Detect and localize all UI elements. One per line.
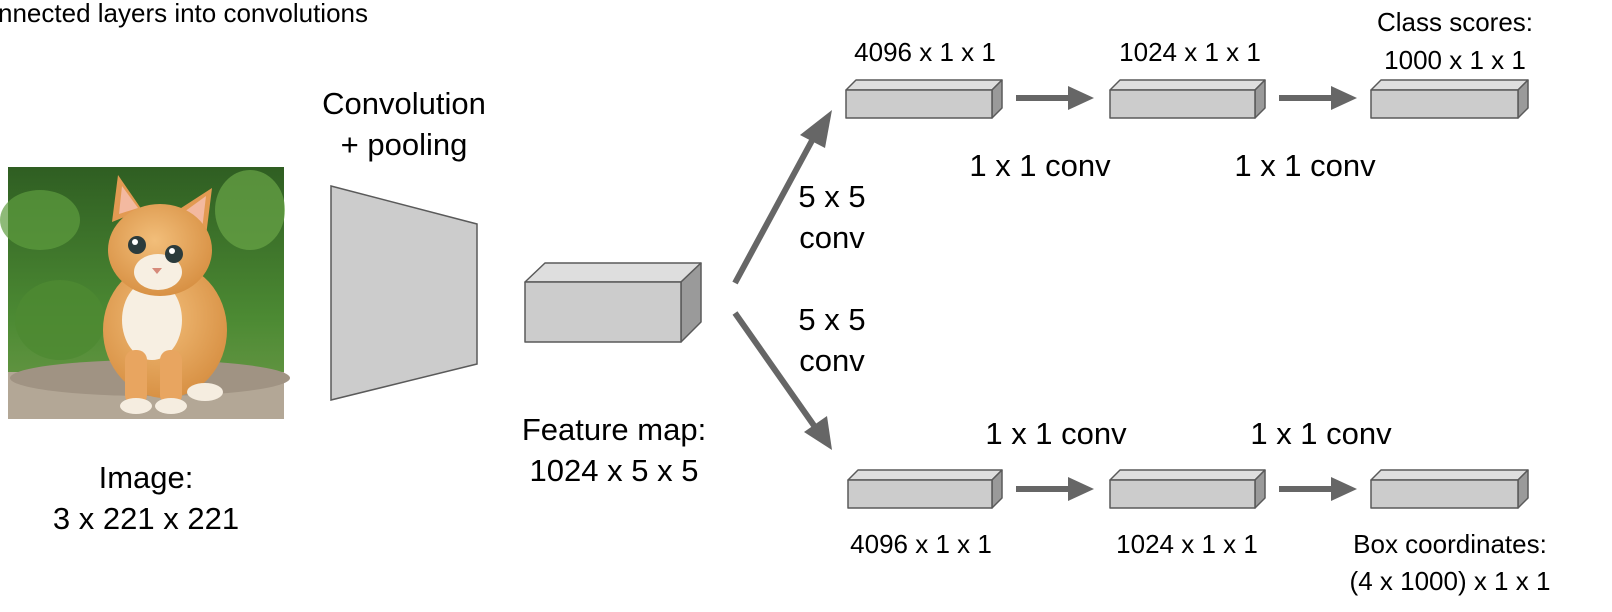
top-op1-label: 1 x 1 conv xyxy=(969,148,1111,183)
top-layer1-label: 4096 x 1 x 1 xyxy=(854,37,996,67)
bottom-arrow-2 xyxy=(1279,477,1357,501)
top-layer1-box xyxy=(845,79,1003,119)
bottom-arrow-1 xyxy=(1016,477,1094,501)
feature-map-box xyxy=(524,262,702,343)
top-arrow-2 xyxy=(1279,86,1357,110)
conv-pool-label-line2: + pooling xyxy=(341,127,468,162)
bottom-branch-conv-line2: conv xyxy=(799,343,865,378)
bottom-layer1-label: 4096 x 1 x 1 xyxy=(850,529,992,559)
bottom-output-box xyxy=(1370,469,1529,509)
image-caption-line2: 3 x 221 x 221 xyxy=(53,501,239,536)
conv-pool-trapezoid xyxy=(330,185,478,401)
top-output-label-line1: Class scores: xyxy=(1377,7,1533,37)
bottom-layer2-box xyxy=(1109,469,1266,509)
top-branch-conv-line1: 5 x 5 xyxy=(798,179,865,214)
bottom-op1-label: 1 x 1 conv xyxy=(985,416,1127,451)
branch-arrow-up xyxy=(732,110,832,285)
feature-map-label-line2: 1024 x 5 x 5 xyxy=(530,453,699,488)
bottom-output-label-line1: Box coordinates: xyxy=(1353,529,1547,559)
image-caption-line1: Image: xyxy=(99,460,194,495)
top-output-box xyxy=(1370,79,1529,119)
kitten-image xyxy=(0,167,290,419)
top-op2-label: 1 x 1 conv xyxy=(1234,148,1376,183)
conv-pool-label-line1: Convolution xyxy=(322,86,486,121)
bottom-branch-conv-line1: 5 x 5 xyxy=(798,302,865,337)
heading-text: nnected layers into convolutions xyxy=(0,0,368,28)
bottom-layer1-box xyxy=(847,469,1003,509)
branch-arrow-down xyxy=(732,311,832,450)
bottom-op2-label: 1 x 1 conv xyxy=(1250,416,1392,451)
top-layer2-label: 1024 x 1 x 1 xyxy=(1119,37,1261,67)
feature-map-label-line1: Feature map: xyxy=(522,412,706,447)
bottom-layer2-label: 1024 x 1 x 1 xyxy=(1116,529,1258,559)
top-output-label-line2: 1000 x 1 x 1 xyxy=(1384,45,1526,75)
top-layer2-box xyxy=(1109,79,1266,119)
top-arrow-1 xyxy=(1016,86,1094,110)
bottom-output-label-line2: (4 x 1000) x 1 x 1 xyxy=(1350,566,1551,596)
top-branch-conv-line2: conv xyxy=(799,220,865,255)
